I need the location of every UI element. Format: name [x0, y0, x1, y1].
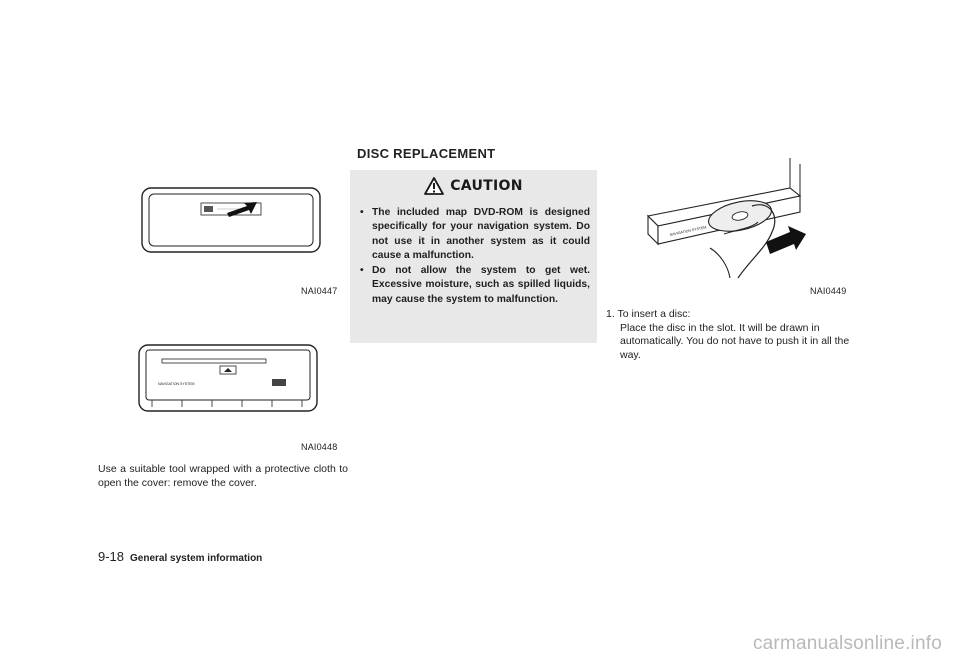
bullet: •	[360, 265, 364, 277]
figure-cover-removed: NAVIGATION SYSTEM	[138, 344, 318, 412]
instruction-paragraph: Use a suitable tool wrapped with a prote…	[98, 463, 348, 489]
footer-section-name: General system information	[130, 553, 263, 564]
caution-item: • Do not allow the system to get wet. Ex…	[360, 264, 590, 307]
figure-code: NAI0449	[810, 286, 847, 296]
step-heading: 1. To insert a disc:	[606, 308, 691, 320]
panel-label: NAVIGATION SYSTEM	[158, 382, 195, 386]
caution-item-text: The included map DVD-ROM is designed spe…	[372, 207, 590, 261]
caution-header: CAUTION	[350, 175, 597, 197]
caution-list: • The included map DVD-ROM is designed s…	[360, 206, 590, 308]
figure-insert-disc: NAVIGATION SYSTEM	[640, 156, 820, 280]
page-number: 9-18	[98, 549, 125, 564]
step-item: 1. To insert a disc: Place the disc in t…	[606, 308, 856, 362]
figure-cover-closed	[141, 187, 321, 253]
caution-title: CAUTION	[450, 178, 523, 194]
page-footer: 9-18 General system information	[98, 549, 262, 564]
caution-item: • The included map DVD-ROM is designed s…	[360, 206, 590, 263]
step-body: Place the disc in the slot. It will be d…	[620, 321, 850, 361]
section-title: DISC REPLACEMENT	[357, 146, 496, 161]
watermark: carmanualsonline.info	[752, 633, 942, 654]
caution-item-text: Do not allow the system to get wet. Exce…	[372, 265, 590, 305]
bullet: •	[360, 207, 364, 218]
caution-box: CAUTION • The included map DVD-ROM is de…	[350, 170, 597, 343]
steps-list: 1. To insert a disc: Place the disc in t…	[606, 308, 856, 362]
figure-code: NAI0448	[301, 442, 338, 452]
panel-label: NAVIGATION SYSTEM	[669, 225, 706, 237]
figure-code: NAI0447	[301, 286, 338, 296]
warning-triangle-icon	[424, 177, 445, 195]
